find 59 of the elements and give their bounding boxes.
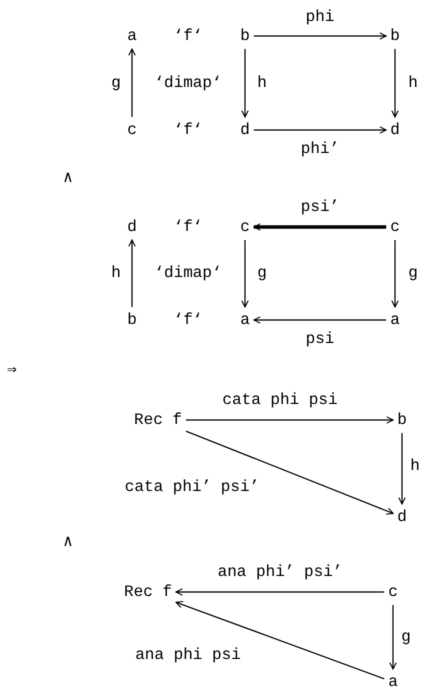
- edge-label: h: [257, 75, 267, 91]
- arrow: [241, 240, 249, 308]
- backquoted-text: ‘f‘: [174, 28, 202, 44]
- edge-label: ana phi psi: [135, 647, 241, 663]
- math-object: b: [390, 28, 400, 44]
- math-object: c: [390, 219, 400, 235]
- arrow: [254, 32, 387, 40]
- implies-symbol: ⇒: [7, 362, 17, 378]
- math-object: a: [390, 312, 400, 328]
- arrow: [253, 223, 386, 231]
- arrow: [186, 430, 394, 515]
- edge-label: h: [410, 458, 420, 474]
- math-object: c: [240, 219, 250, 235]
- edge-label: phi’: [300, 141, 340, 157]
- arrow: [176, 600, 384, 680]
- math-object: d: [397, 509, 407, 525]
- edge-label: cata phi psi: [222, 392, 338, 408]
- backquoted-text: ‘dimap‘: [154, 75, 222, 91]
- math-object: a: [127, 28, 137, 44]
- edge-label: h: [111, 265, 121, 281]
- edge-label: g: [401, 629, 411, 645]
- edge-label: cata phi’ psi’: [124, 479, 260, 495]
- arrow: [391, 240, 399, 308]
- math-object: d: [240, 122, 250, 138]
- arrow: [128, 48, 136, 117]
- arrow: [254, 126, 387, 134]
- math-object: b: [240, 28, 250, 44]
- math-object: d: [390, 122, 400, 138]
- backquoted-text: ‘f‘: [174, 219, 202, 235]
- logical-and-symbol: ∧: [63, 170, 73, 186]
- arrow: [398, 433, 406, 505]
- math-object: a: [388, 674, 398, 690]
- edge-label: ana phi’ psi’: [218, 564, 342, 580]
- math-object: Rec f: [124, 584, 172, 600]
- edge-label: g: [408, 265, 418, 281]
- math-object: c: [127, 122, 137, 138]
- math-object: d: [127, 219, 137, 235]
- arrow: [391, 49, 399, 118]
- math-object: c: [388, 584, 398, 600]
- arrow: [253, 316, 386, 324]
- edge-label: psi: [306, 331, 334, 347]
- arrow: [186, 416, 394, 424]
- edge-label: g: [111, 75, 121, 91]
- edge-label: g: [257, 265, 267, 281]
- edge-label: h: [408, 75, 418, 91]
- backquoted-text: ‘f‘: [174, 312, 202, 328]
- edge-label: psi’: [300, 199, 340, 215]
- arrow: [389, 605, 397, 670]
- arrow: [176, 588, 384, 596]
- edge-label: phi: [306, 9, 334, 25]
- logical-and-symbol: ∧: [63, 534, 73, 550]
- math-object: b: [127, 312, 137, 328]
- backquoted-text: ‘dimap‘: [154, 265, 222, 281]
- math-object: b: [397, 412, 407, 428]
- arrow: [241, 49, 249, 118]
- backquoted-text: ‘f‘: [174, 122, 202, 138]
- math-object: a: [240, 312, 250, 328]
- arrow: [128, 239, 136, 307]
- math-object: Rec f: [134, 412, 182, 428]
